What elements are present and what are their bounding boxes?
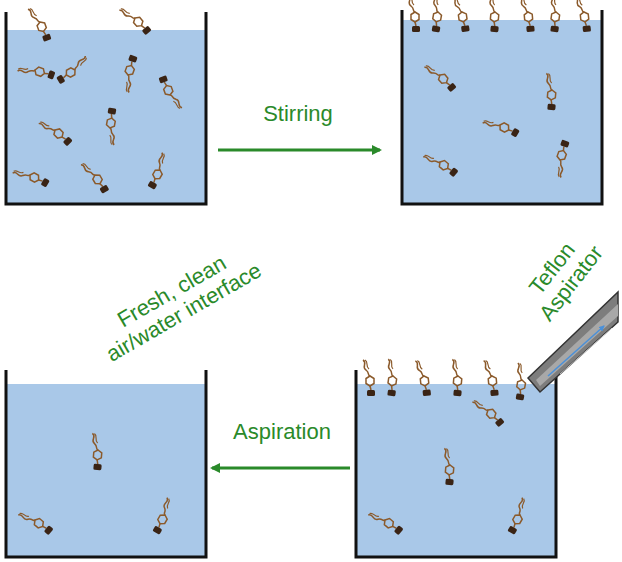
beaker — [356, 370, 556, 557]
beaker — [6, 370, 206, 557]
surfactant-molecules — [408, 0, 591, 180]
surfactant-molecules — [18, 433, 177, 538]
process-arrow — [212, 467, 350, 470]
annotation-label: Fresh, clean air/water interface — [79, 231, 276, 373]
surfactant-molecules — [363, 359, 532, 538]
process-arrow — [218, 149, 380, 152]
surfactant-molecules — [13, 3, 182, 196]
beaker — [6, 12, 206, 204]
annotation-label: Stirring — [218, 102, 378, 126]
beaker — [402, 10, 602, 204]
annotation-label: Aspiration — [207, 420, 357, 444]
